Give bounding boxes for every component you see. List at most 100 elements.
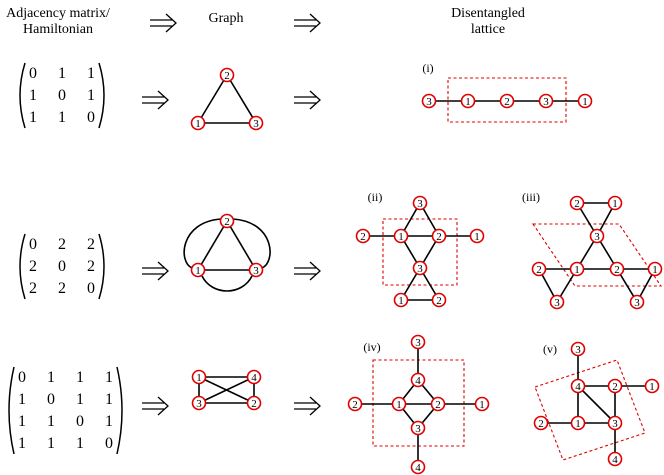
header-disentangled: Disentangled — [451, 6, 525, 21]
graph-node: 3 — [412, 260, 428, 276]
graph-node: 3 — [410, 334, 426, 350]
matrix-entry: 2 — [87, 236, 95, 253]
graph-node: 2 — [569, 195, 585, 211]
matrix-entry: 1 — [105, 413, 113, 430]
lattice-tag-iii: (iii) — [522, 190, 540, 204]
svg-text:3: 3 — [543, 96, 549, 108]
matrix-entry: 1 — [29, 109, 37, 126]
svg-text:1: 1 — [398, 231, 404, 243]
svg-text:2: 2 — [436, 231, 442, 243]
lattice-tag-iv: (iv) — [363, 340, 380, 354]
svg-text:3: 3 — [417, 263, 423, 275]
implies-arrow-icon — [142, 90, 169, 110]
matrix-entry: 0 — [29, 236, 37, 253]
svg-text:1: 1 — [465, 96, 471, 108]
matrix-entry: 1 — [47, 369, 55, 386]
matrix-entry: 2 — [58, 236, 66, 253]
svg-text:1: 1 — [649, 381, 655, 393]
svg-text:3: 3 — [415, 337, 421, 349]
svg-text:3: 3 — [196, 398, 202, 410]
svg-text:2: 2 — [224, 70, 230, 82]
matrix-entry: 2 — [87, 258, 95, 275]
graph-node: 2 — [607, 378, 623, 394]
svg-text:4: 4 — [575, 381, 581, 393]
header-adjacency-matrix: Adjacency matrix/ — [6, 6, 110, 21]
implies-arrow-icon — [150, 13, 177, 33]
matrix-entry: 1 — [18, 391, 26, 408]
svg-text:1: 1 — [574, 264, 580, 276]
implies-arrow-icon — [294, 13, 321, 33]
svg-text:1: 1 — [195, 265, 201, 277]
svg-text:2: 2 — [612, 381, 618, 393]
header-graph: Graph — [209, 11, 244, 26]
svg-text:1: 1 — [196, 372, 202, 384]
graph-node: 1 — [391, 396, 407, 412]
header-lattice: lattice — [471, 22, 505, 37]
graph-node: 3 — [570, 341, 586, 357]
matrix-entry: 1 — [18, 413, 26, 430]
svg-text:2: 2 — [614, 264, 620, 276]
graph-edge — [226, 74, 257, 124]
svg-text:2: 2 — [352, 399, 358, 411]
svg-text:1: 1 — [575, 418, 581, 430]
svg-text:1: 1 — [474, 231, 480, 243]
graph-node: 1 — [393, 292, 409, 308]
matrix-entry: 2 — [29, 280, 37, 297]
graph-node: 1 — [190, 115, 206, 131]
matrix-entry: 0 — [47, 391, 55, 408]
svg-text:3: 3 — [426, 96, 432, 108]
graph-node: 1 — [647, 261, 663, 277]
svg-text:4: 4 — [415, 375, 421, 387]
graph-node: 3 — [589, 228, 605, 244]
graph-node: 2 — [431, 292, 447, 308]
implies-arrow-icon — [294, 90, 321, 110]
graph-node: 3 — [421, 93, 437, 109]
svg-text:3: 3 — [415, 423, 421, 435]
graph-node: 2 — [499, 93, 515, 109]
graph-node: 2 — [355, 228, 371, 244]
graph-edge — [197, 220, 228, 271]
graph-node: 2 — [609, 261, 625, 277]
svg-text:2: 2 — [224, 216, 230, 228]
graph-node: 3 — [410, 420, 426, 436]
graph-node: 1 — [190, 262, 206, 278]
matrix-entry: 0 — [58, 87, 66, 104]
graph-edge — [198, 376, 255, 404]
svg-text:2: 2 — [574, 198, 580, 210]
graph-node: 1 — [577, 93, 593, 109]
matrix-right-bracket — [98, 233, 105, 300]
graph-node: 2 — [219, 213, 235, 229]
header-hamiltonian: Hamiltonian — [23, 22, 93, 37]
implies-arrow-icon — [294, 261, 321, 281]
lattice-tag-ii: (ii) — [368, 190, 383, 204]
graph-node: 1 — [460, 93, 476, 109]
graph-edge — [232, 218, 271, 269]
svg-text:3: 3 — [554, 297, 560, 309]
svg-text:1: 1 — [652, 264, 658, 276]
svg-text:3: 3 — [594, 231, 600, 243]
svg-text:2: 2 — [536, 264, 542, 276]
svg-text:1: 1 — [195, 118, 201, 130]
graph-node: 2 — [531, 261, 547, 277]
matrix-entry: 0 — [105, 435, 113, 452]
graph-node: 3 — [248, 262, 264, 278]
matrix-right-bracket — [116, 366, 123, 455]
graph-edge — [197, 74, 228, 124]
svg-text:2: 2 — [504, 96, 510, 108]
graph-node: 3 — [549, 294, 565, 310]
svg-text:2: 2 — [251, 398, 257, 410]
graph-node: 1 — [393, 228, 409, 244]
implies-arrow-icon — [142, 396, 169, 416]
graph-node: 3 — [538, 93, 554, 109]
svg-text:3: 3 — [634, 297, 640, 309]
graph-node: 2 — [219, 67, 235, 83]
graph-node: 1 — [570, 415, 586, 431]
svg-text:2: 2 — [436, 295, 442, 307]
svg-text:1: 1 — [396, 399, 402, 411]
graph-node: 4 — [246, 369, 262, 385]
graph-node: 2 — [246, 395, 262, 411]
matrix-entry: 0 — [18, 369, 26, 386]
